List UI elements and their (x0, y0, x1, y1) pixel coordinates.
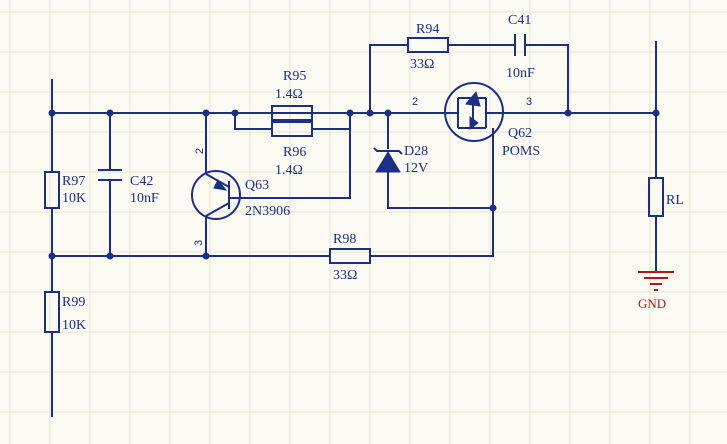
junction (106, 109, 114, 117)
r97-value: 10K (62, 191, 86, 206)
r98-ref: R98 (333, 232, 356, 247)
q62-diode-arrow (465, 90, 481, 107)
wires (51, 41, 657, 417)
junction (652, 109, 660, 117)
r98-value: 33Ω (333, 268, 357, 283)
c42-value: 10nF (130, 191, 159, 206)
q62-value: POMS (502, 144, 540, 159)
r95-value: 1.4Ω (275, 87, 303, 102)
d28-cathode-bar (373, 147, 403, 155)
q62-pin-drain: 2 (412, 96, 418, 108)
r95-ref: R95 (283, 69, 306, 84)
junction (106, 252, 114, 260)
resistor-r98-body (329, 248, 371, 264)
resistor-r94-body (407, 37, 449, 53)
junctions (48, 109, 660, 260)
r96-value: 1.4Ω (275, 163, 303, 178)
junction (202, 109, 210, 117)
r97-ref: R97 (62, 174, 85, 189)
zener-diode-d28[interactable]: D28 12V (373, 144, 428, 176)
d28-value: 12V (404, 161, 428, 176)
load-resistor-rl[interactable]: RL (648, 177, 684, 217)
r99-value: 10K (62, 318, 86, 333)
junction (202, 252, 210, 260)
junction (564, 109, 572, 117)
q63-value: 2N3906 (245, 204, 290, 219)
resistor-r99-body (44, 291, 60, 333)
q62-pin-source: 3 (526, 96, 532, 108)
junction (366, 109, 374, 117)
c42-ref: C42 (130, 174, 153, 189)
gnd-label: GND (638, 296, 666, 311)
capacitor-c42[interactable]: C42 10nF (98, 169, 159, 206)
c41-value: 10nF (506, 66, 535, 81)
transistor-q63[interactable]: 2 3 Q63 2N3906 (191, 148, 290, 246)
resistor-r97-body (44, 171, 60, 209)
r99-ref: R99 (62, 295, 85, 310)
r94-value: 33Ω (410, 57, 434, 72)
resistor-r96-body (271, 121, 313, 137)
q63-emitter-arrow (213, 179, 228, 191)
d28-ref: D28 (404, 144, 428, 159)
c41-ref: C41 (508, 13, 531, 28)
resistor-r95[interactable]: R95 1.4Ω (234, 69, 351, 121)
d28-triangle (375, 151, 401, 173)
q63-body (191, 170, 241, 220)
q62-ref: Q62 (508, 126, 532, 141)
resistor-r96[interactable]: R96 1.4Ω (271, 121, 313, 178)
r96-ref: R96 (283, 145, 306, 160)
junction (489, 204, 497, 212)
q62-channel-arrow (469, 116, 479, 130)
junction (48, 252, 56, 260)
junction (384, 109, 392, 117)
r94-ref: R94 (416, 22, 439, 37)
resistor-r97[interactable]: R97 10K (44, 171, 86, 209)
junction (48, 109, 56, 117)
rl-ref: RL (666, 193, 684, 208)
capacitor-c41[interactable]: C41 10nF (506, 13, 535, 81)
q63-pin-emitter: 2 (194, 148, 206, 154)
resistor-r98[interactable]: R98 33Ω (329, 232, 371, 283)
q63-pin-collector: 3 (193, 240, 205, 246)
q63-ref: Q63 (245, 178, 269, 193)
mosfet-q62[interactable]: 2 3 Q62 POMS (412, 82, 540, 159)
resistor-r99[interactable]: R99 10K (44, 291, 86, 333)
ground-symbol: GND (638, 271, 674, 311)
resistor-r94[interactable]: R94 33Ω (407, 22, 449, 72)
q63-collector-lead (205, 202, 230, 217)
rl-body (648, 177, 664, 217)
